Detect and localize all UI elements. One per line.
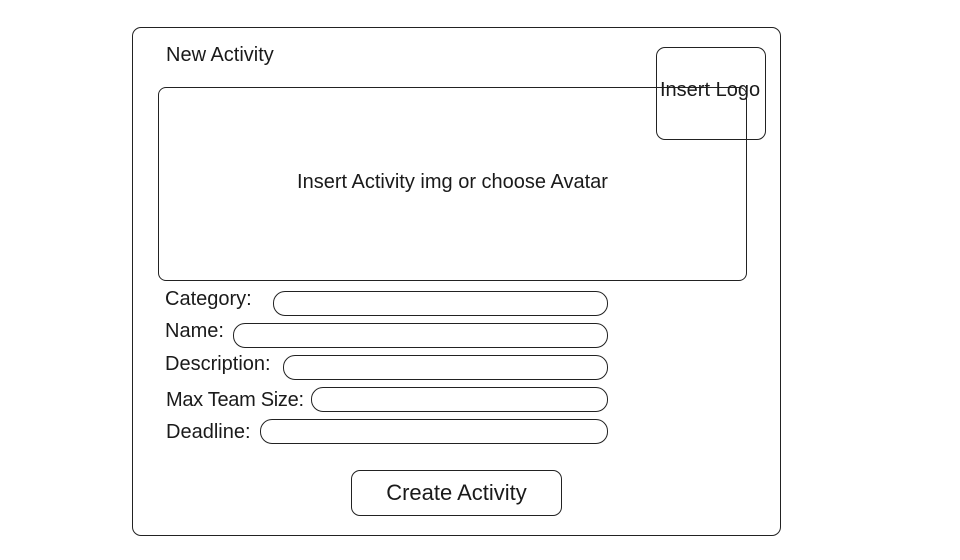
deadline-input[interactable]: [260, 419, 608, 444]
category-input[interactable]: [273, 291, 608, 316]
description-label: Description:: [165, 353, 271, 375]
activity-image-placeholder: Insert Activity img or choose Avatar: [297, 170, 608, 193]
deadline-label: Deadline:: [166, 421, 251, 443]
activity-image-upload[interactable]: Insert Activity img or choose Avatar: [158, 87, 747, 281]
dialog-title: New Activity: [166, 44, 274, 66]
logo-upload[interactable]: [656, 47, 766, 140]
name-label: Name:: [165, 320, 224, 342]
logo-placeholder: Insert Logo: [660, 79, 761, 101]
create-activity-button[interactable]: Create Activity: [351, 470, 562, 516]
new-activity-dialog: [132, 27, 781, 536]
category-label: Category:: [165, 288, 252, 310]
max-team-size-input[interactable]: [311, 387, 608, 412]
max-team-size-label: Max Team Size:: [166, 389, 304, 411]
description-input[interactable]: [283, 355, 608, 380]
name-input[interactable]: [233, 323, 608, 348]
